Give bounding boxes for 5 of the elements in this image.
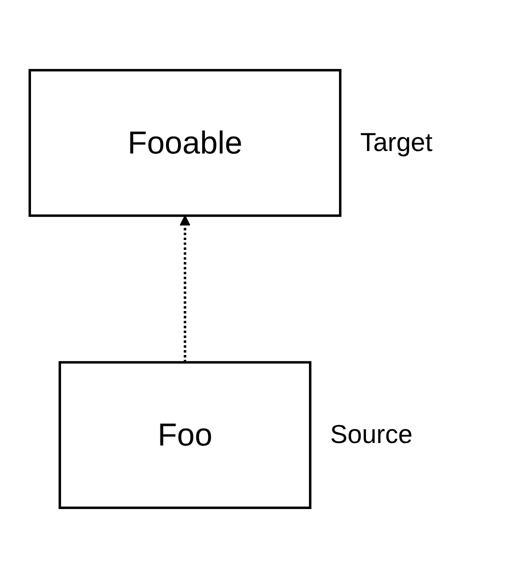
role-label: Source: [330, 419, 413, 450]
role-label: Target: [360, 126, 432, 158]
dashed-arrow: [180, 215, 190, 362]
class-box: Foo: [58, 361, 312, 510]
class-box: Fooable: [28, 68, 342, 217]
